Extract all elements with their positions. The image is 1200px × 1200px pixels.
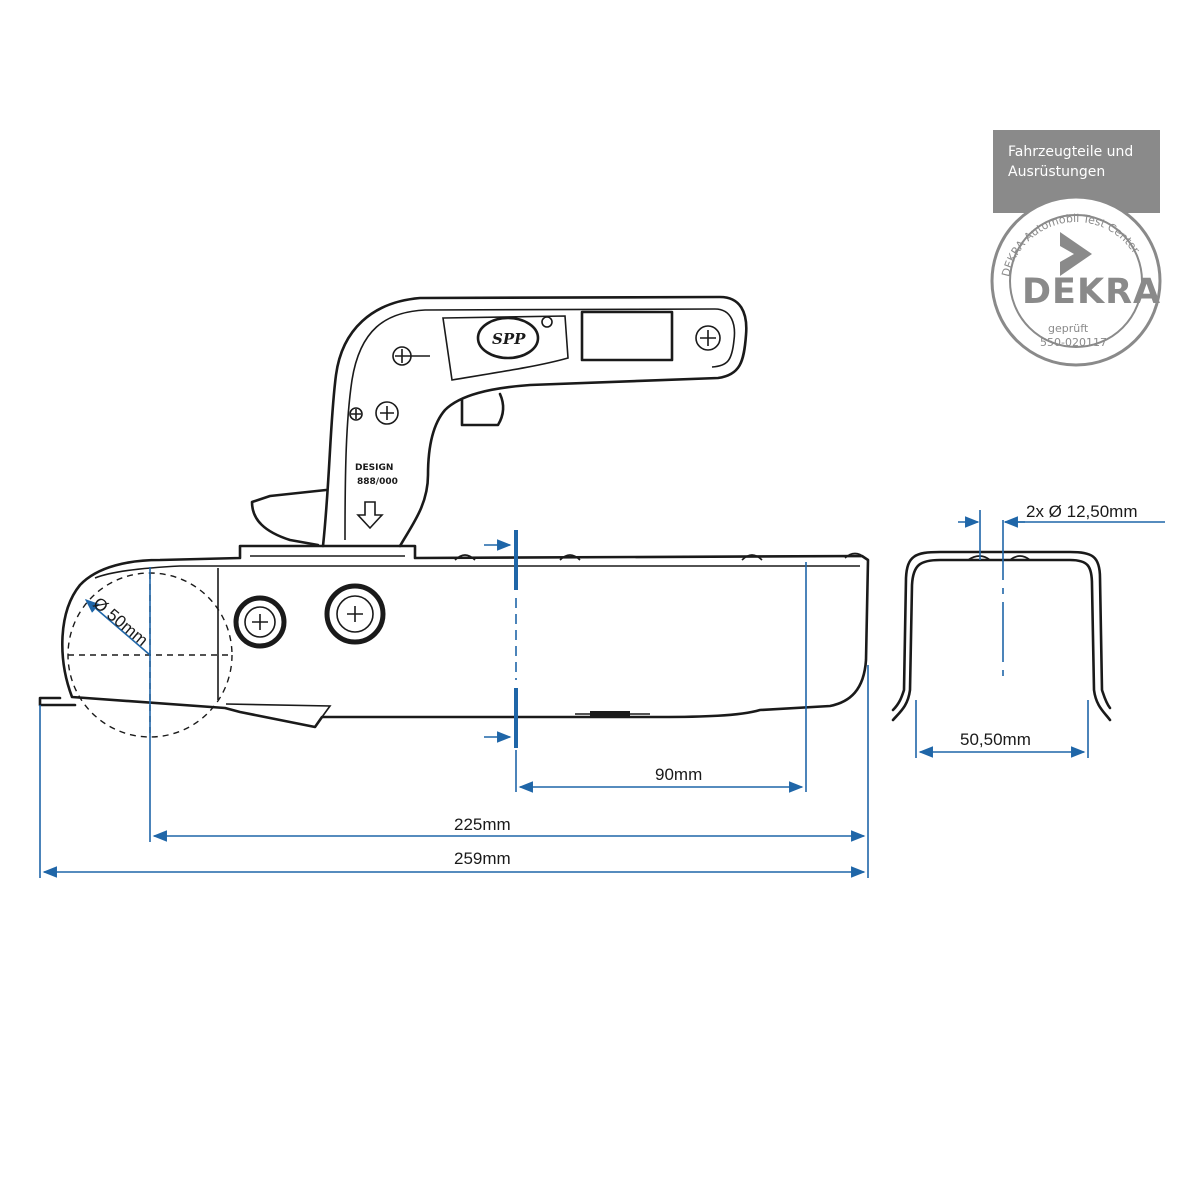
dimension-90mm: 90mm: [655, 765, 702, 784]
design-marking: DESIGN: [355, 463, 393, 473]
cross-section-profile: [891, 550, 1112, 722]
dimension-hole-spec: 2x Ø 12,50mm: [1026, 502, 1138, 521]
down-arrow-icon: [356, 501, 384, 530]
release-trigger: [460, 392, 505, 427]
coupling-body: [38, 544, 870, 738]
seal-outer-ring: [990, 195, 1162, 367]
dimension-50-50mm: 50,50mm: [960, 730, 1031, 749]
spp-logo-text: SPP: [492, 330, 526, 348]
label-window: [580, 310, 674, 362]
bolt-hole-rear: [324, 583, 386, 645]
section-cut: [484, 530, 518, 748]
dekra-certification-badge: Fahrzeugteile und Ausrüstungen DEKRA Aut…: [990, 130, 1162, 367]
seal-inner-ring: [1009, 214, 1143, 348]
dimension-ball-diameter: Ø 50mm: [89, 594, 151, 650]
handle-outline: [321, 295, 748, 548]
seal-brand: DEKRA: [1022, 272, 1161, 312]
spp-logo: [476, 316, 540, 360]
coupling-handle: SPP DESIGN 888/000: [250, 295, 748, 548]
logo-plate: [442, 315, 569, 381]
design-marking-code: 888/000: [357, 477, 398, 487]
dimension-259mm: 259mm: [454, 849, 511, 868]
certification-category-line1: Fahrzeugteile und: [1008, 144, 1133, 160]
housing-outline: [61, 544, 870, 729]
dekra-logo-icon: [1060, 232, 1092, 276]
dimension-225mm: 225mm: [454, 815, 511, 834]
flange-plate: [38, 696, 77, 707]
bolt-hole-front: [233, 595, 287, 649]
certification-category-line2: Ausrüstungen: [1008, 164, 1105, 180]
seal-number: 550-020117: [1040, 336, 1107, 349]
top-rivets: [454, 552, 866, 561]
handle-holes: [349, 325, 721, 425]
seal-approved-text: geprüft: [1048, 322, 1089, 335]
housing-inner-line: [94, 565, 860, 700]
safety-catch: [250, 488, 328, 547]
